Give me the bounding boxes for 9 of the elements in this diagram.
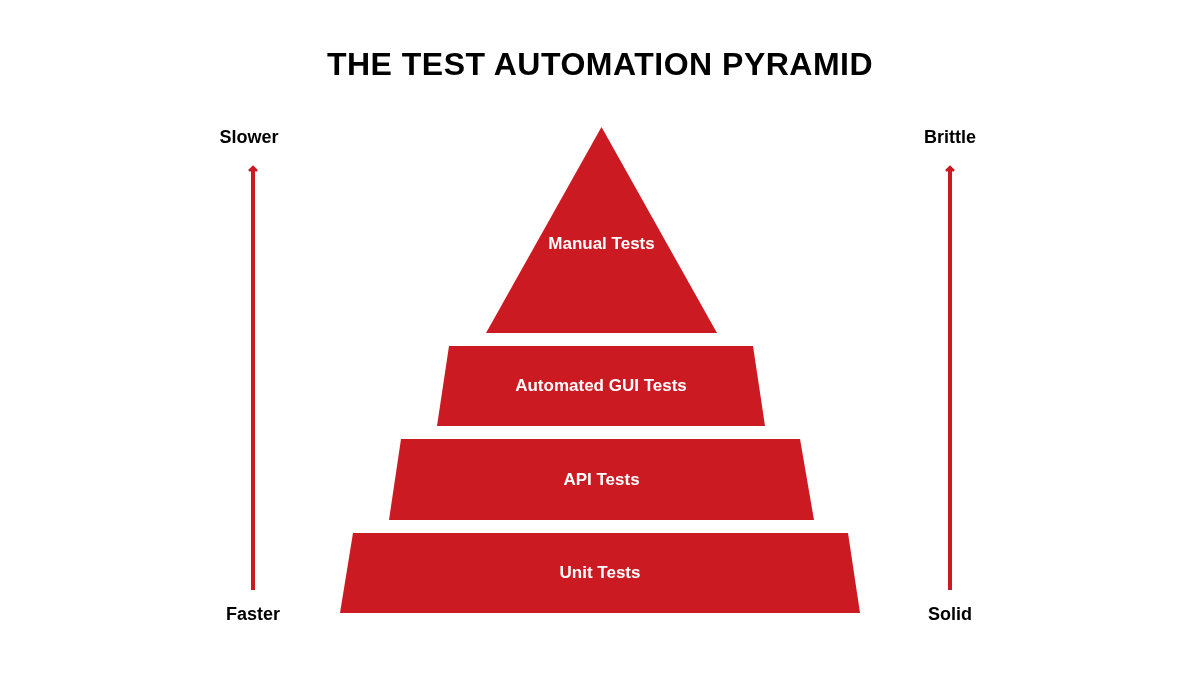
scale-label: Faster [226,603,280,625]
tier-label: Unit Tests [559,563,641,583]
scale-label: Solid [928,603,972,625]
title: THE TEST AUTOMATION PYRAMID [326,46,874,83]
scale-label: Slower [219,126,279,148]
tier-label: Manual Tests [548,234,655,255]
tier-label: API Tests [563,469,640,490]
tier-label: Automated GUI Tests [515,376,687,396]
scale-label: Brittle [924,126,976,148]
